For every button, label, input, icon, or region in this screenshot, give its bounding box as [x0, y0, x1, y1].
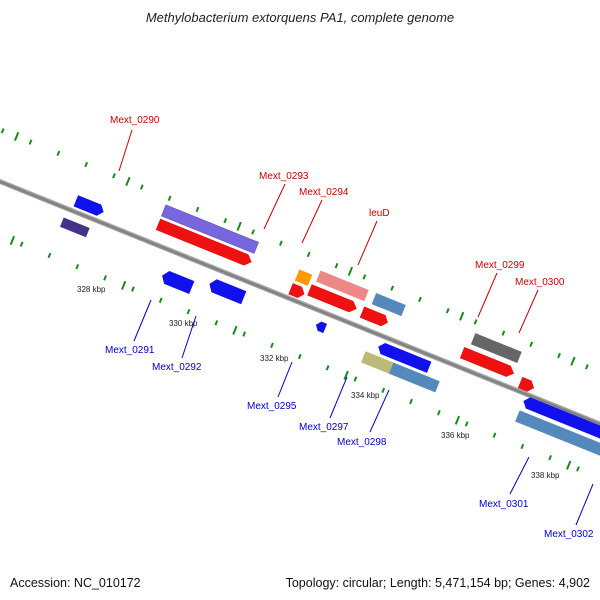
tick-row-bottom: [9, 235, 580, 472]
feature-red-small[interactable]: [288, 283, 306, 300]
gene-label: Mext_0290: [110, 115, 160, 126]
gene-label: Mext_0293: [259, 171, 309, 182]
gene-label: Mext_0291: [105, 345, 155, 356]
gene-label: Mext_0301: [479, 499, 529, 510]
gene-label: leuD: [369, 208, 390, 219]
gene-label: Mext_0300: [515, 277, 565, 288]
scale-label: 332 kbp: [260, 354, 289, 363]
scale-label: 334 kbp: [351, 391, 380, 400]
feature-mext0295[interactable]: [314, 320, 328, 334]
feature-mext0299-arrow[interactable]: [459, 346, 516, 379]
feature-mext0294-arrow[interactable]: [307, 284, 359, 314]
feature-mext0293[interactable]: [294, 269, 313, 286]
gene-label: Mext_0302: [544, 529, 594, 540]
feature-mext0298-arrow[interactable]: [376, 341, 432, 373]
feature-mext0292[interactable]: [207, 277, 247, 305]
scale-label: 328 kbp: [77, 285, 106, 294]
feature-mext0299-block[interactable]: [470, 333, 522, 363]
scale-label: 338 kbp: [531, 471, 560, 480]
feature-track: [59, 195, 600, 458]
feature-mext0297[interactable]: [361, 351, 394, 374]
feature-mext0291[interactable]: [159, 269, 195, 295]
gene-label: Mext_0297: [299, 422, 349, 433]
gene-label: Mext_0294: [299, 187, 349, 198]
label-leaders-bottom: [133, 299, 594, 526]
feature-mext0298-block[interactable]: [388, 362, 440, 393]
gene-label: Mext_0295: [247, 401, 297, 412]
feature-mext0294-block[interactable]: [316, 270, 369, 302]
feature-mext0301-block[interactable]: [515, 410, 600, 458]
feature-leud[interactable]: [371, 293, 406, 317]
gene-label: Mext_0298: [337, 437, 387, 448]
accession-text: Accession: NC_010172: [10, 576, 141, 590]
feature-mext0290-arrow[interactable]: [155, 218, 254, 268]
feature-mext0301-arrow[interactable]: [521, 395, 600, 443]
feature-mext0290-block[interactable]: [161, 204, 259, 254]
tick-row-top: [0, 128, 589, 370]
feature-leud-arrow[interactable]: [359, 306, 390, 329]
scale-label: 330 kbp: [169, 319, 198, 328]
genome-summary-text: Topology: circular; Length: 5,471,154 bp…: [285, 576, 590, 590]
gene-label: Mext_0299: [475, 260, 525, 271]
map-title: Methylobacterium extorquens PA1, complet…: [145, 10, 455, 25]
gene-label: Mext_0292: [152, 362, 202, 373]
label-leaders-top: [118, 129, 539, 334]
feature-edge-blue[interactable]: [73, 195, 106, 217]
scale-label: 336 kbp: [441, 431, 470, 440]
feature-edge-navy[interactable]: [59, 217, 90, 238]
feature-mext0300[interactable]: [517, 376, 536, 394]
genome-backbone: [0, 112, 600, 492]
